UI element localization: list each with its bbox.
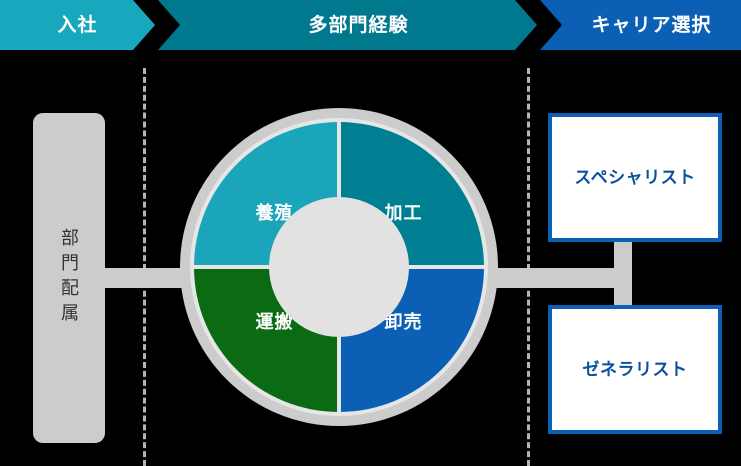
stage-chevron-rotation: 多部門経験: [158, 0, 537, 50]
stage-divider-right: [527, 68, 530, 466]
stage-chevron-career: キャリア選択: [540, 0, 741, 50]
outcome-box-generalist: ゼネラリスト: [548, 305, 722, 434]
stage-chevron-entry: 入社: [0, 0, 155, 50]
donut-segment-transport-label: 運搬: [255, 311, 294, 332]
outcome-box-specialist: スペシャリスト: [548, 113, 722, 242]
stage-divider-left: [143, 68, 146, 466]
rotation-donut: 養殖 加工 運搬 卸売: [180, 108, 498, 426]
donut-segment-wholesale-label: 卸売: [384, 311, 423, 332]
stage-chevron-entry-label: 入社: [57, 14, 98, 36]
stage-chevron-career-label: キャリア選択: [591, 14, 712, 36]
stage-chevron-rotation-label: 多部門経験: [308, 14, 409, 36]
connector-right: [480, 268, 622, 288]
department-assignment-label: 部門配属: [59, 228, 79, 328]
outcome-box-specialist-label: スペシャリスト: [574, 168, 696, 187]
donut-segments: 養殖 加工 運搬 卸売: [194, 122, 484, 412]
connector-left: [96, 268, 206, 288]
department-assignment-box: 部門配属: [33, 113, 105, 443]
outcome-box-generalist-label: ゼネラリスト: [582, 360, 688, 379]
donut-center-hub: [269, 197, 409, 337]
donut-segment-processing-label: 加工: [384, 202, 423, 223]
stage-banner: 入社 多部門経験 キャリア選択: [0, 0, 741, 50]
donut-segment-aquaculture-label: 養殖: [255, 202, 294, 223]
